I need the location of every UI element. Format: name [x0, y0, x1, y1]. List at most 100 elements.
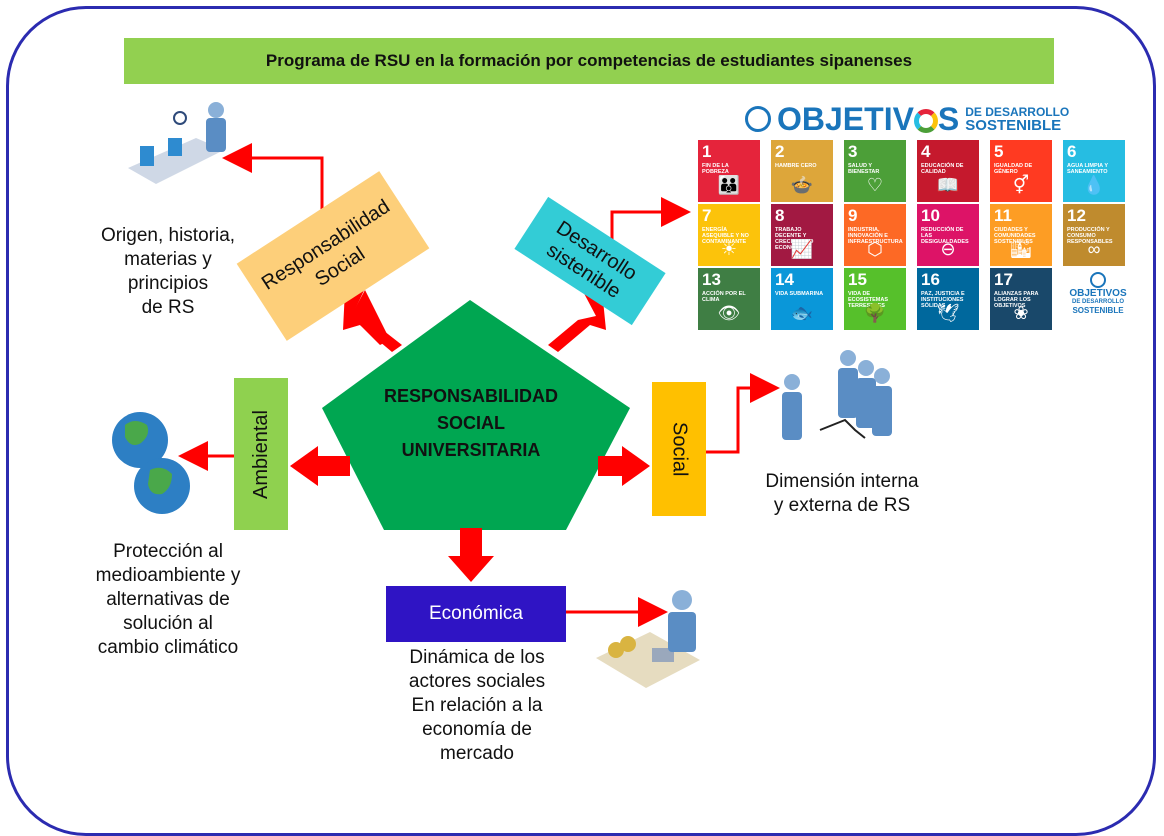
sdg-tile-title: ENERGÍA ASEQUIBLE Y NO CONTAMINANTE	[702, 227, 749, 245]
sdg-tile-title: ACCIÓN POR EL CLIMA	[702, 291, 746, 303]
label-ambiental-line: medioambiente y	[95, 565, 241, 586]
label-economica-line: Dinámica de los	[409, 647, 545, 668]
label-social: Dimensión interna y externa de RS	[732, 470, 952, 518]
sdg-tile-number: 6	[1067, 142, 1077, 161]
sdg-goal-icon: ⚥	[1012, 175, 1030, 195]
label-economica-line: mercado	[440, 743, 514, 764]
sdg-tile-title: VIDA SUBMARINA	[775, 291, 824, 297]
sdg-tile-number: 9	[848, 206, 858, 225]
sdg-logo-line: SOSTENIBLE	[1072, 306, 1124, 315]
label-ambiental: Protección al medioambiente y alternativ…	[48, 540, 288, 660]
sdg-tile-title: AGUA LIMPIA Y SANEAMIENTO	[1067, 163, 1108, 175]
label-economica-line: economía de	[422, 719, 532, 740]
sdg-tile-number: 11	[994, 206, 1012, 225]
sdg-tile-title: PRODUCCIÓN Y CONSUMO RESPONSABLES	[1067, 227, 1113, 245]
center-label: RESPONSABILIDAD SOCIAL UNIVERSITARIA	[336, 383, 606, 464]
sdg-logo-emblem-icon	[1090, 272, 1106, 288]
sdg-goal-icon: 🏙	[1009, 239, 1033, 259]
sdg-tile-number: 5	[994, 142, 1004, 161]
sdg-goal-icon: 👪	[717, 175, 741, 195]
connector-ds	[610, 197, 691, 240]
arrow-left	[290, 446, 350, 486]
sdg-tile-number: 17	[994, 270, 1013, 289]
arrow-up-left-body	[343, 282, 402, 352]
sdg-goal-icon: ⊖	[940, 239, 956, 259]
sdg-tile-title: SALUD Y BIENESTAR	[848, 163, 880, 175]
sdg-tile-title: ALIANZAS PARA LOGRAR LOS OBJETIVOS	[994, 291, 1039, 309]
label-ambiental-line: Protección al	[113, 541, 223, 562]
label-rs-line: Origen, historia,	[100, 225, 236, 246]
diagram-connectors	[112, 102, 892, 688]
sdg-tile-number: 13	[702, 270, 721, 289]
label-rs-line: principios	[127, 273, 209, 294]
sdg-tile-number: 10	[921, 206, 940, 225]
label-economica-line: En relación a la	[411, 695, 543, 716]
box-ambiental-label: Ambiental	[249, 409, 272, 499]
sdg-goal-icon: ⬡	[867, 239, 883, 259]
people-group-icon	[782, 350, 892, 440]
label-rs: Origen, historia, materias y principios …	[70, 224, 266, 320]
label-rs-line: materias y	[124, 249, 212, 270]
connector-rs	[222, 143, 324, 218]
center-line-2: SOCIAL	[436, 413, 505, 433]
sdg-goal-icon: 💧	[1082, 175, 1106, 195]
sdg-tile-title: INDUSTRIA, INNOVACIÓN E INFRAESTRUCTURA	[848, 227, 903, 245]
label-ambiental-line: solución al	[123, 613, 213, 634]
diagram-title: Programa de RSU en la formación por comp…	[124, 38, 1054, 84]
sdg-tile-title: REDUCCIÓN DE LAS DESIGUALDADES	[921, 227, 969, 245]
sdg-tile-number: 12	[1067, 206, 1086, 225]
label-rs-line: de RS	[141, 297, 195, 318]
arrow-down	[448, 528, 494, 582]
sdg-header-small: DE DESARROLLO SOSTENIBLE	[965, 104, 1070, 134]
un-emblem-icon	[745, 106, 771, 132]
sdg-tile-number: 3	[848, 142, 858, 161]
sdg-tile-number: 4	[921, 142, 931, 161]
box-social-label: Social	[668, 421, 691, 477]
arrow-right	[598, 446, 650, 486]
label-economica: Dinámica de los actores sociales En rela…	[384, 646, 570, 766]
sdg-tile-title: EDUCACIÓN DE CALIDAD	[921, 163, 964, 175]
sdg-goal-icon: ☀	[720, 239, 738, 259]
sdg-wheel-icon	[913, 109, 938, 134]
sdg-goal-icon: 🐟	[790, 303, 814, 323]
box-economica: Económica	[386, 586, 566, 642]
box-economica-label: Económica	[429, 603, 523, 624]
label-ambiental-line: alternativas de	[106, 589, 230, 610]
sdg-tile-number: 16	[921, 270, 940, 289]
sdg-goal-icon: 🕊	[936, 303, 960, 323]
worker-icon	[128, 102, 226, 184]
sdg-goal-icon: 👁	[717, 303, 741, 323]
label-ambiental-line: cambio climático	[97, 637, 239, 658]
sdg-goal-icon: 📖	[936, 175, 960, 195]
sdg-logo-tile: OBJETIVOS DE DESARROLLO SOSTENIBLE	[1066, 268, 1130, 330]
sdg-logo-line: DE DESARROLLO	[1071, 299, 1124, 305]
sdg-goal-icon: 🌳	[863, 303, 887, 323]
label-social-line: y externa de RS	[773, 495, 911, 516]
box-ambiental: Ambiental	[234, 378, 288, 530]
sdg-tile-number: 1	[702, 142, 712, 161]
label-economica-line: actores sociales	[408, 671, 546, 692]
sdg-goal-icon: ∞	[1087, 239, 1101, 259]
globe-icon	[112, 412, 190, 514]
sdg-tile-number: 14	[775, 270, 794, 289]
sdg-logo-line: OBJETIVOS	[1069, 288, 1127, 299]
center-pentagon	[322, 300, 630, 530]
sdg-tile-number: 15	[848, 270, 867, 289]
sdg-tile-title: IGUALDAD DE GÉNERO	[994, 163, 1033, 175]
